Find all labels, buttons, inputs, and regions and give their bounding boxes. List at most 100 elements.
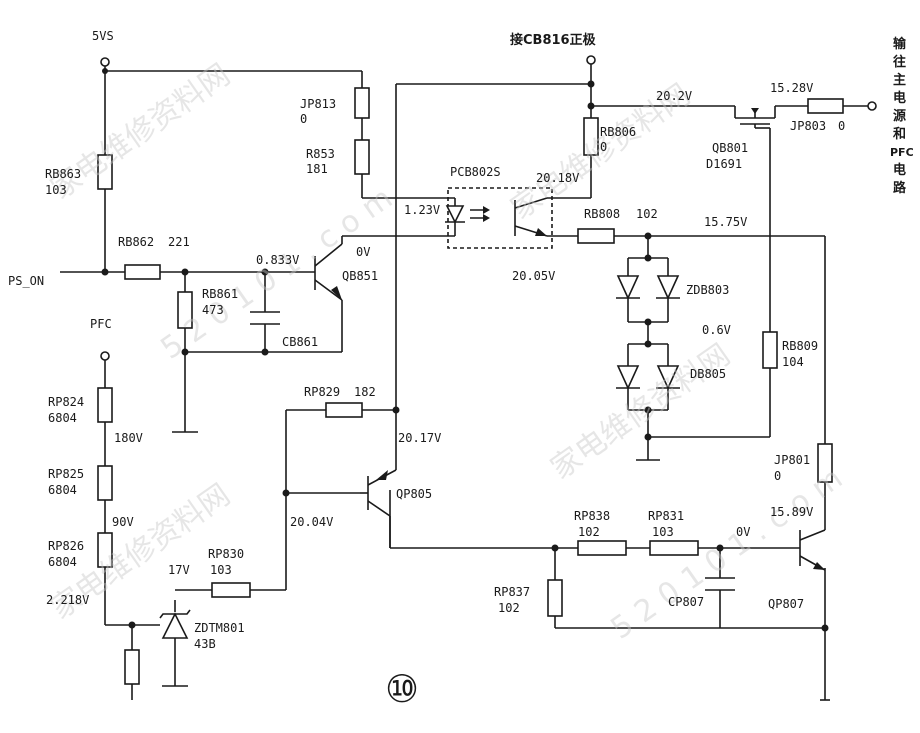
label-qb851: QB851: [342, 269, 378, 283]
svg-text:电: 电: [893, 90, 906, 106]
label-jp801: JP801: [774, 453, 810, 467]
resistor-rb806: [583, 117, 599, 156]
voltage-20-17: 20.17V: [398, 431, 441, 445]
resistor-rp825: [97, 465, 113, 501]
label-5vs: 5VS: [92, 29, 114, 43]
label-rp831: RP831: [648, 509, 684, 523]
svg-text:路: 路: [893, 180, 907, 196]
label-rp837: RP837: [494, 585, 530, 599]
resistor-rp830: [211, 582, 251, 598]
label-rp826-value: 6804: [48, 555, 77, 569]
transistor-qp805: [360, 469, 397, 548]
component-labels: 5VS PS_ON PFC 接CB816正极 JP813 0 R853 181 …: [8, 29, 845, 711]
label-cp807: CP807: [668, 595, 704, 609]
svg-text:和: 和: [893, 126, 906, 142]
label-qb801: QB801: [712, 141, 748, 155]
svg-text:源: 源: [893, 108, 906, 124]
label-jp813: JP813: [300, 97, 336, 111]
label-rb862-value: 221: [168, 235, 190, 249]
label-rp826: RP826: [48, 539, 84, 553]
label-rp825: RP825: [48, 467, 84, 481]
capacitor-cp807: [705, 577, 735, 591]
label-cb861: CB861: [282, 335, 318, 349]
label-rp824: RP824: [48, 395, 84, 409]
voltage-17: 17V: [168, 563, 190, 577]
label-to-cb816: 接CB816正极: [510, 32, 597, 48]
label-rp838: RP838: [574, 509, 610, 523]
label-qb801-part: D1691: [706, 157, 742, 171]
label-rb808-value: 102: [636, 207, 658, 221]
label-pfc: PFC: [90, 317, 112, 331]
label-jp801-value: 0: [774, 469, 781, 483]
label-r853-value: 181: [306, 162, 328, 176]
transistor-qb801: [734, 106, 776, 129]
label-rb861: RB861: [202, 287, 238, 301]
voltage-0v-qp807: 0V: [736, 525, 750, 539]
diode-db805: [616, 365, 680, 390]
resistor-rb809: [762, 331, 778, 369]
label-r853: R853: [306, 147, 335, 161]
voltage-15-75: 15.75V: [704, 215, 747, 229]
label-rb806-value: 0: [600, 140, 607, 154]
resistor-r853: [354, 139, 370, 175]
output-note: 输 往 主 电 源 和 PFC 电 路: [890, 36, 914, 196]
label-rb862: RB862: [118, 235, 154, 249]
resistor-rb862: [124, 264, 161, 280]
voltage-90: 90V: [112, 515, 134, 529]
svg-text:家电维修资料网: 家电维修资料网: [45, 57, 237, 206]
voltage-20-04: 20.04V: [290, 515, 333, 529]
voltage-20-18: 20.18V: [536, 171, 579, 185]
resistor-rp831: [649, 540, 699, 556]
label-rp829: RP829: [304, 385, 340, 399]
label-pcb802s: PCB802S: [450, 165, 501, 179]
svg-text:往: 往: [893, 54, 906, 70]
resistor-rp837: [547, 579, 563, 617]
voltage-2-218: 2.218V: [46, 593, 89, 607]
label-rb808: RB808: [584, 207, 620, 221]
label-zdb803: ZDB803: [686, 283, 729, 297]
label-rp829-value: 182: [354, 385, 376, 399]
resistors: [97, 87, 844, 685]
zener-zdtm801: [159, 609, 191, 639]
capacitors: [250, 311, 735, 591]
figure-number: ⑩: [385, 667, 419, 711]
resistor-rp829: [325, 402, 363, 418]
voltage-20-05: 20.05V: [512, 269, 555, 283]
terminals: [100, 55, 877, 361]
resistor-rb808: [577, 228, 615, 244]
junction-dots: [101, 68, 829, 632]
resistor-rb861: [177, 291, 193, 329]
voltage-20-2: 20.2V: [656, 89, 692, 103]
voltage-15-28: 15.28V: [770, 81, 813, 95]
terminal-output: [867, 101, 877, 111]
svg-text:5 2 0 1 0 1 . c o m: 5 2 0 1 0 1 . c o m: [605, 461, 849, 647]
svg-text:输: 输: [893, 36, 907, 52]
terminal-5vs: [100, 57, 110, 67]
label-rb809-value: 104: [782, 355, 804, 369]
resistor-rp824: [97, 387, 113, 423]
label-rb809: RB809: [782, 339, 818, 353]
svg-text:电: 电: [893, 162, 906, 178]
voltage-15-89: 15.89V: [770, 505, 813, 519]
svg-text:PFC: PFC: [890, 146, 914, 159]
voltage-readings: 20.2V 15.28V 20.18V 1.23V 15.75V 0.833V …: [46, 81, 813, 607]
label-jp813-value: 0: [300, 112, 307, 126]
svg-text:主: 主: [893, 72, 906, 88]
resistor-rb863: [97, 154, 113, 190]
label-rb863-value: 103: [45, 183, 67, 197]
label-zdtm801-value: 43B: [194, 637, 216, 651]
transistor-qp807: [799, 529, 826, 571]
voltage-0-6: 0.6V: [702, 323, 731, 337]
label-jp803-value: 0: [838, 119, 845, 133]
resistor-jp813: [354, 87, 370, 119]
voltage-0v-qb851: 0V: [356, 245, 370, 259]
label-rp824-value: 6804: [48, 411, 77, 425]
label-ps-on: PS_ON: [8, 274, 44, 288]
resistor-bottom-left: [124, 649, 140, 685]
label-rb863: RB863: [45, 167, 81, 181]
transistor-qb851: [314, 243, 343, 301]
label-qp805: QP805: [396, 487, 432, 501]
terminal-cb816: [586, 55, 596, 65]
